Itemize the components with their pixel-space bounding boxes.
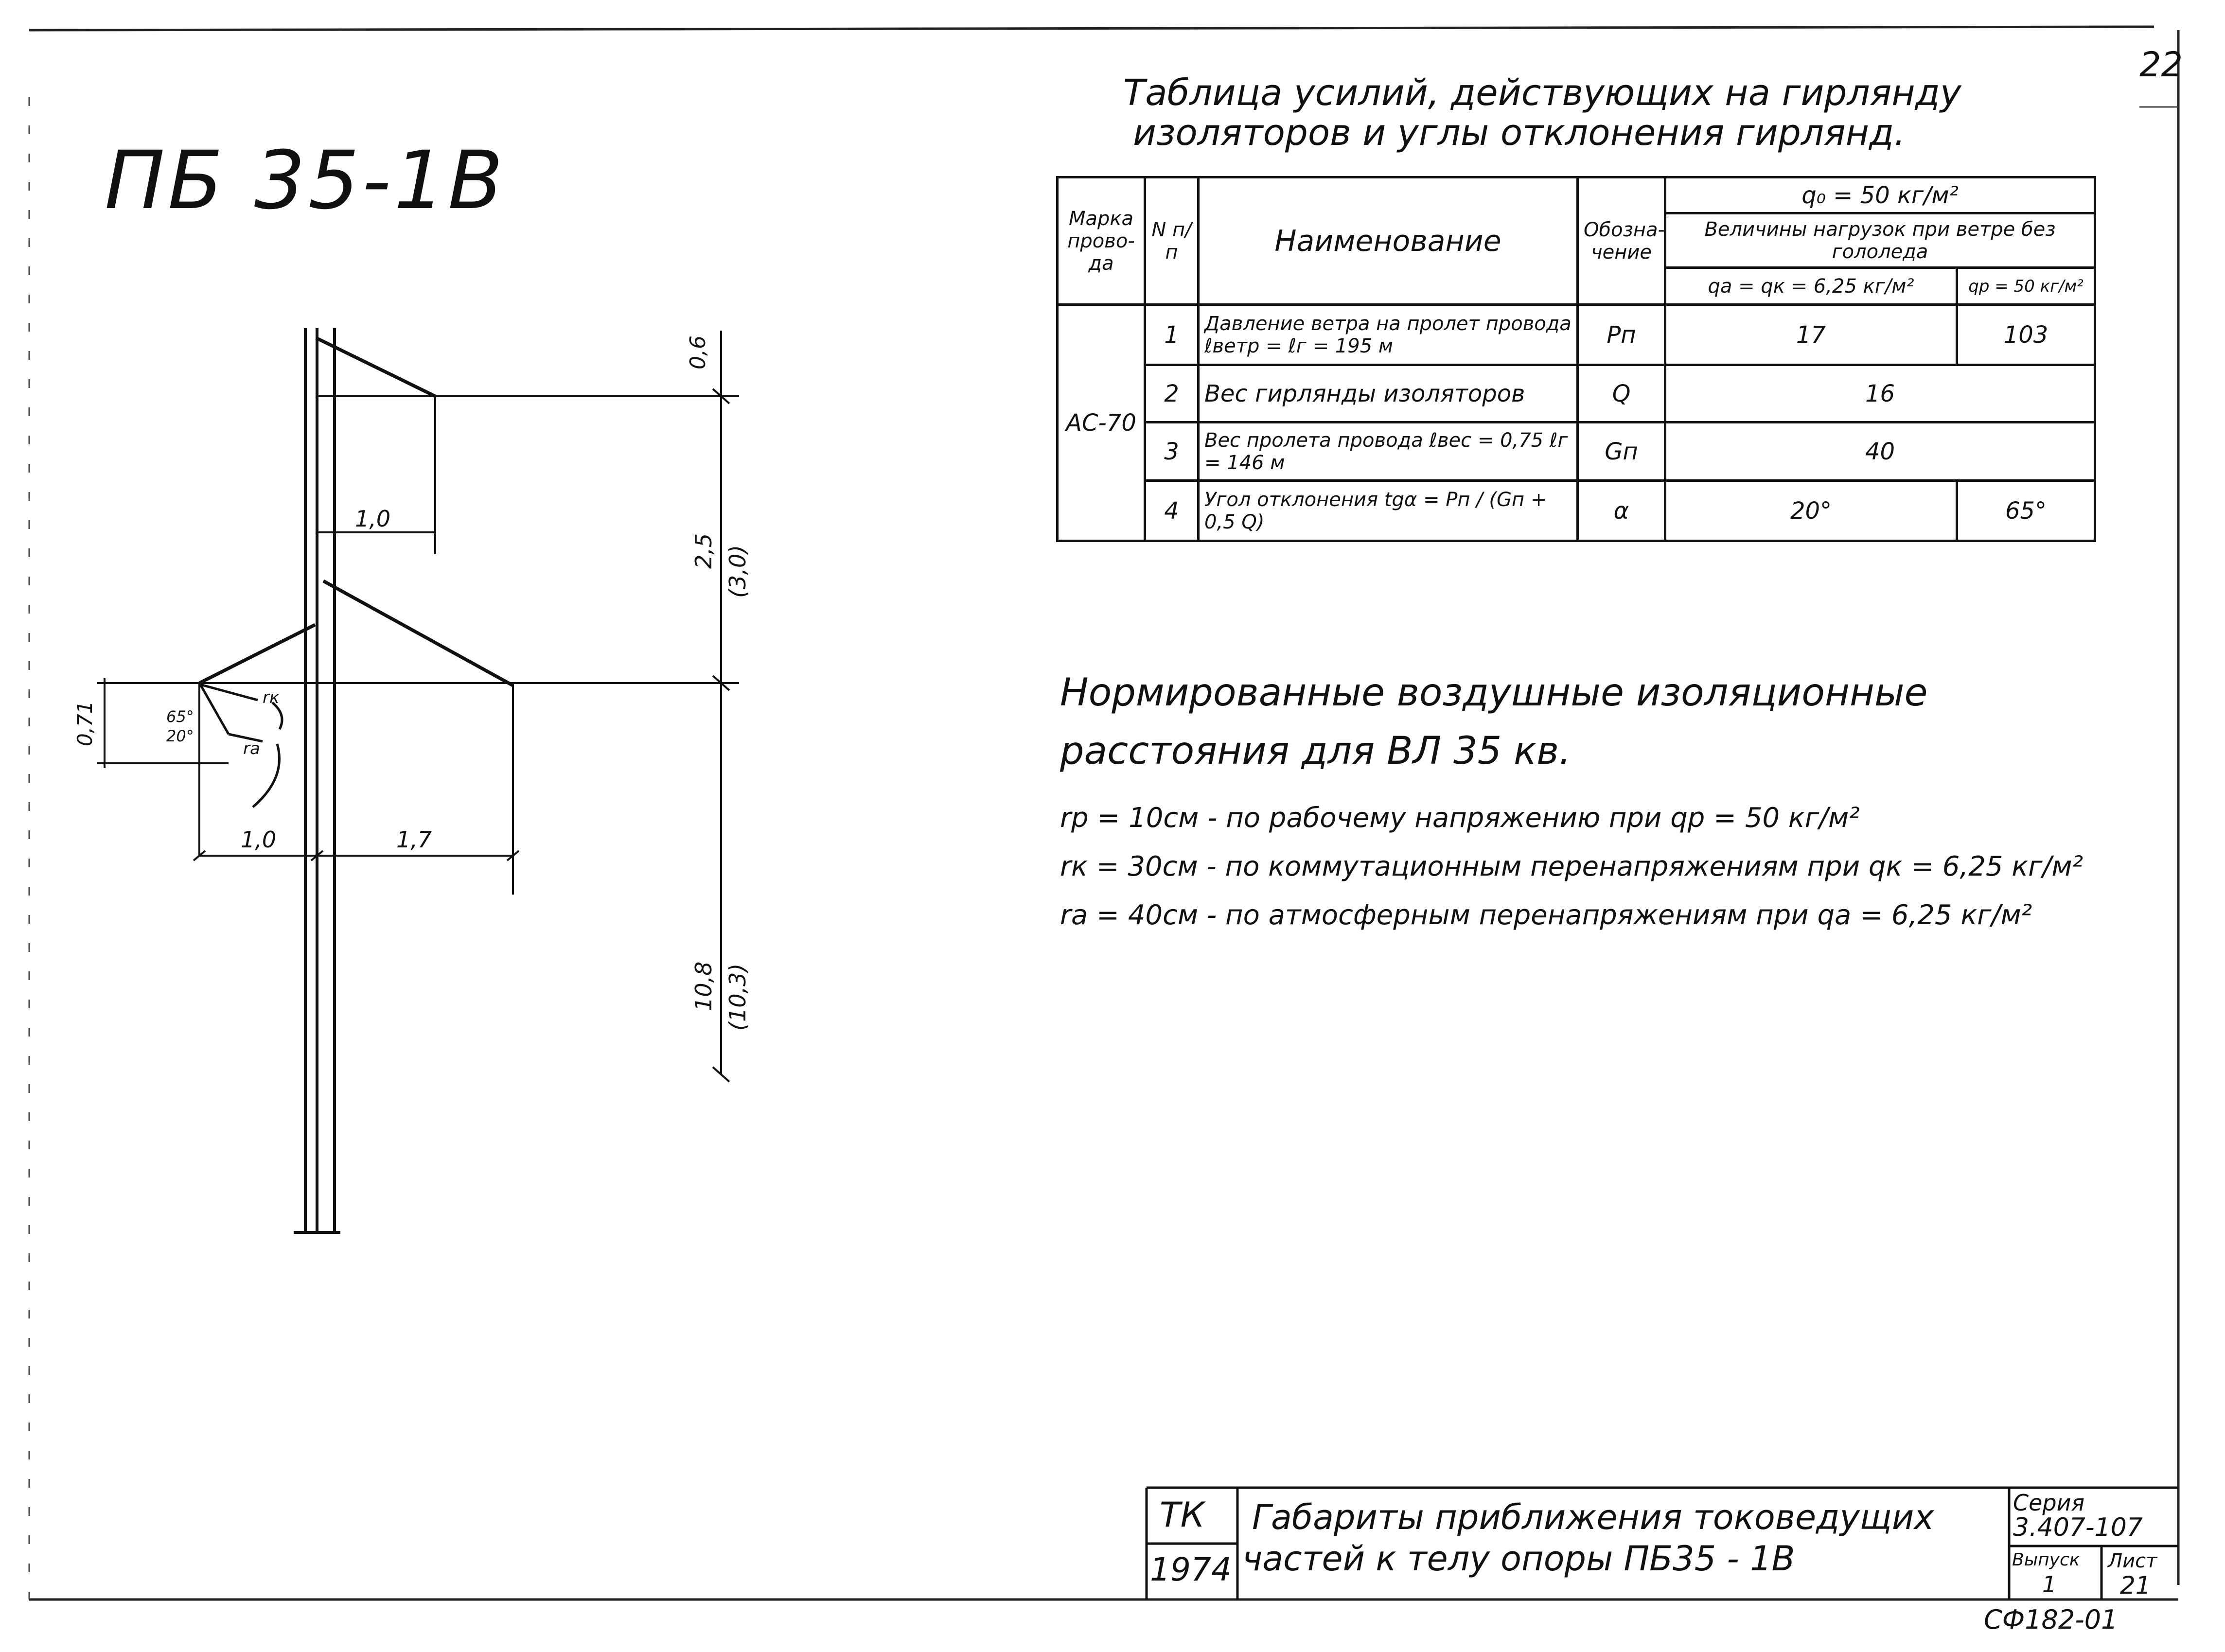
table-row: 2 Вес гирлянды изоляторов Q 16 — [1058, 364, 2096, 423]
left-dimension-071 — [97, 678, 229, 768]
row-symbol: Q — [1576, 364, 1666, 423]
header-loads: Величины нагрузок при ветре без гололеда — [1664, 212, 2096, 269]
title-block-series-value: 3.407-107 — [2013, 1513, 2143, 1542]
clearance-radius-label-ra: ra — [243, 739, 260, 758]
row-symbol: Gп — [1576, 421, 1666, 482]
row-symbol: α — [1576, 479, 1666, 542]
header-symbol: Обозна-чение — [1576, 176, 1666, 306]
table-title-line2: изоляторов и углы отклонения гирлянд. — [1133, 112, 1906, 154]
row-value: 16 — [1664, 364, 2096, 423]
dimension-label-30: (3,0) — [724, 545, 751, 598]
dimension-label-103: (10,3) — [724, 963, 751, 1031]
row-number: 3 — [1144, 421, 1200, 482]
row-value-qp: 65° — [1956, 479, 2096, 542]
angle-label-65: 65° — [166, 707, 194, 726]
title-block-sheet-value: 21 — [2120, 1571, 2151, 1599]
row-symbol: Pп — [1576, 303, 1666, 366]
clearances-heading-line2: расстояния для ВЛ 35 кв. — [1060, 729, 1571, 773]
header-name: Наименование — [1197, 176, 1579, 306]
row-name: Вес гирлянды изоляторов — [1197, 364, 1579, 423]
clearance-radius-label-rk: rк — [263, 688, 280, 707]
header-col-qp: qp = 50 кг/м² — [1956, 266, 2096, 306]
table-row: АС-70 1 Давление ветра на пролет провода… — [1056, 303, 2096, 542]
dimension-label-17: 1,7 — [396, 826, 432, 853]
title-block-issue-value: 1 — [2042, 1571, 2057, 1598]
row-value-qa: 17 — [1664, 303, 1958, 366]
dimension-label-108: 10,8 — [690, 961, 717, 1011]
lower-traverse — [198, 579, 739, 895]
header-number: N п/п — [1144, 176, 1200, 306]
row-name: Угол отклонения tgα = Pп / (Gп + 0,5 Q) — [1197, 479, 1579, 542]
clearances-heading-line1: Нормированные воздушные изоляционные — [1060, 671, 1928, 715]
pole — [294, 328, 340, 1234]
drawing-code: ПБ 35-1В — [105, 134, 506, 227]
row-value-qa: 20° — [1664, 479, 1958, 542]
dimension-label-25: 2,5 — [690, 533, 717, 569]
vertical-dimension-line — [712, 331, 730, 1083]
table-title-line1: Таблица усилий, действующих на гирлянду — [1123, 72, 1961, 114]
table-row: 3 Вес пролета провода ℓвес = 0,75 ℓг = 1… — [1058, 421, 2096, 482]
title-block-frame — [1145, 1486, 2178, 1599]
title-block-title-line2: частей к телу опоры ПБ35 - 1В — [1242, 1539, 1795, 1579]
clearance-item: rp = 10см - по рабочему напряжению при q… — [1060, 802, 1860, 834]
dimension-label-06: 0,6 — [686, 335, 710, 369]
row-value-qp: 103 — [1956, 303, 2096, 366]
clearance-item: ra = 40см - по атмосферным перенапряжени… — [1060, 899, 2032, 931]
title-block-org: ТК — [1160, 1495, 1205, 1535]
title-block-title-line1: Габариты приближения токоведущих — [1252, 1497, 1934, 1537]
row-value: 40 — [1664, 421, 2096, 482]
page-number: 22 — [2139, 45, 2183, 85]
frame-top-line — [29, 25, 2154, 32]
table-row: 4 Угол отклонения tgα = Pп / (Gп + 0,5 Q… — [1058, 479, 2096, 542]
dimension-label-10-top: 1,0 — [355, 506, 391, 532]
row-name: Давление ветра на пролет провода ℓветр =… — [1197, 303, 1579, 366]
clearance-item: rк = 30см - по коммутационным перенапряж… — [1060, 851, 2084, 882]
row-number: 2 — [1144, 364, 1200, 423]
header-wire-mark: Марка прово-да — [1056, 176, 1146, 306]
insulator-swing-angles — [199, 683, 283, 808]
title-block-series-label: Серия — [2013, 1490, 2085, 1516]
row-name: Вес пролета провода ℓвес = 0,75 ℓг = 146… — [1197, 421, 1579, 482]
dimension-label-071: 0,71 — [73, 701, 97, 746]
row-number: 1 — [1144, 303, 1200, 366]
wire-mark-cell: АС-70 — [1056, 303, 1146, 542]
archive-stamp: СФ182-01 — [1984, 1604, 2118, 1635]
row-number: 4 — [1144, 479, 1200, 542]
header-col-qa: qa = qк = 6,25 кг/м² — [1664, 266, 1958, 306]
title-block-sheet-label: Лист — [2108, 1550, 2157, 1572]
bottom-horizontal-dimension — [193, 850, 520, 861]
forces-table: Марка прово-да N п/п Наименование Обозна… — [1056, 176, 2096, 542]
angle-label-20: 20° — [166, 727, 194, 745]
title-block-year: 1974 — [1150, 1551, 1232, 1588]
header-q0: q₀ = 50 кг/м² — [1664, 176, 2096, 214]
title-block-issue-label: Выпуск — [2012, 1550, 2080, 1570]
dimension-label-10-bottom: 1,0 — [241, 826, 277, 853]
